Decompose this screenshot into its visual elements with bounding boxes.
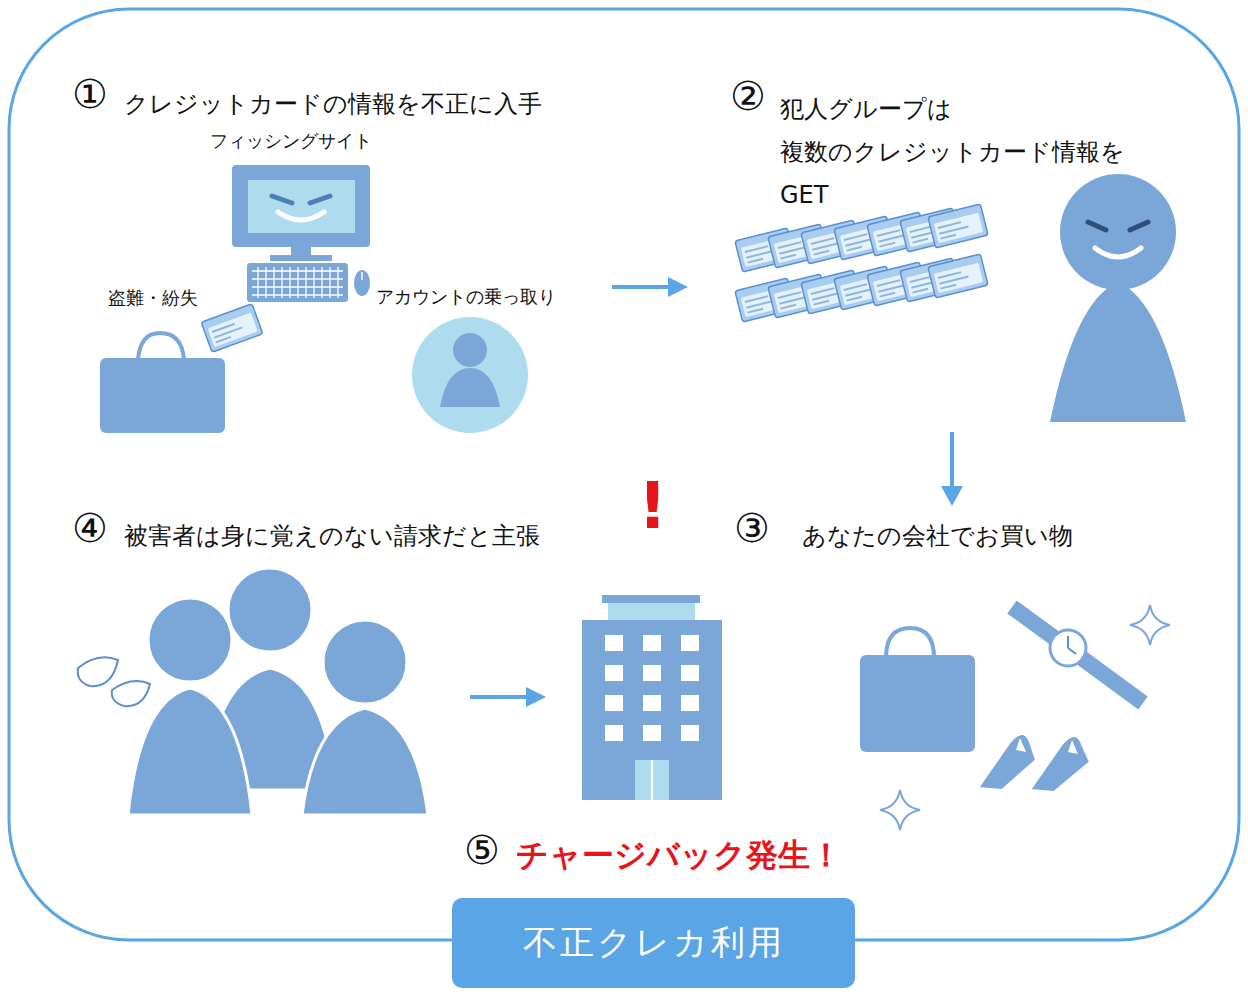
purchased-goods [860,605,1170,830]
villain-figure [1050,174,1186,422]
lost-bag [100,304,263,433]
callout-number: ⑤ [464,830,500,870]
flow-arrow [612,277,688,297]
callout-number: ③ [734,508,770,548]
company-building [582,595,722,800]
flow-arrow [941,432,963,506]
step-text: あなたの会社でお買い物 [802,522,1073,551]
item-label: フィッシングサイト [210,130,372,152]
result-text: チャージバック発生！ [516,836,842,874]
item-label: 盗難・紛失 [108,287,198,309]
step-text: 犯人グループは 複数のクレジットカード情報を GET [780,88,1180,217]
victims [128,568,428,815]
stolen-cards [735,204,988,322]
callout-number: ④ [72,508,108,548]
outer-frame [9,9,1239,940]
phishing-monitor [232,165,370,302]
callout-number: ① [72,74,108,114]
item-label: アカウントの乗っ取り [376,286,556,308]
step-text: 被害者は身に覚えのない請求だと主張 [124,522,540,551]
title-text: 不正クレカ利用 [523,920,785,966]
alert-mark: ! [638,474,667,538]
callout-number: ② [730,76,766,116]
account-avatar [412,317,528,433]
title-band: 不正クレカ利用 [452,898,855,988]
step-text: クレジットカードの情報を不正に入手 [124,90,542,119]
sweat-drops [78,657,150,706]
flow-arrow [470,687,546,707]
